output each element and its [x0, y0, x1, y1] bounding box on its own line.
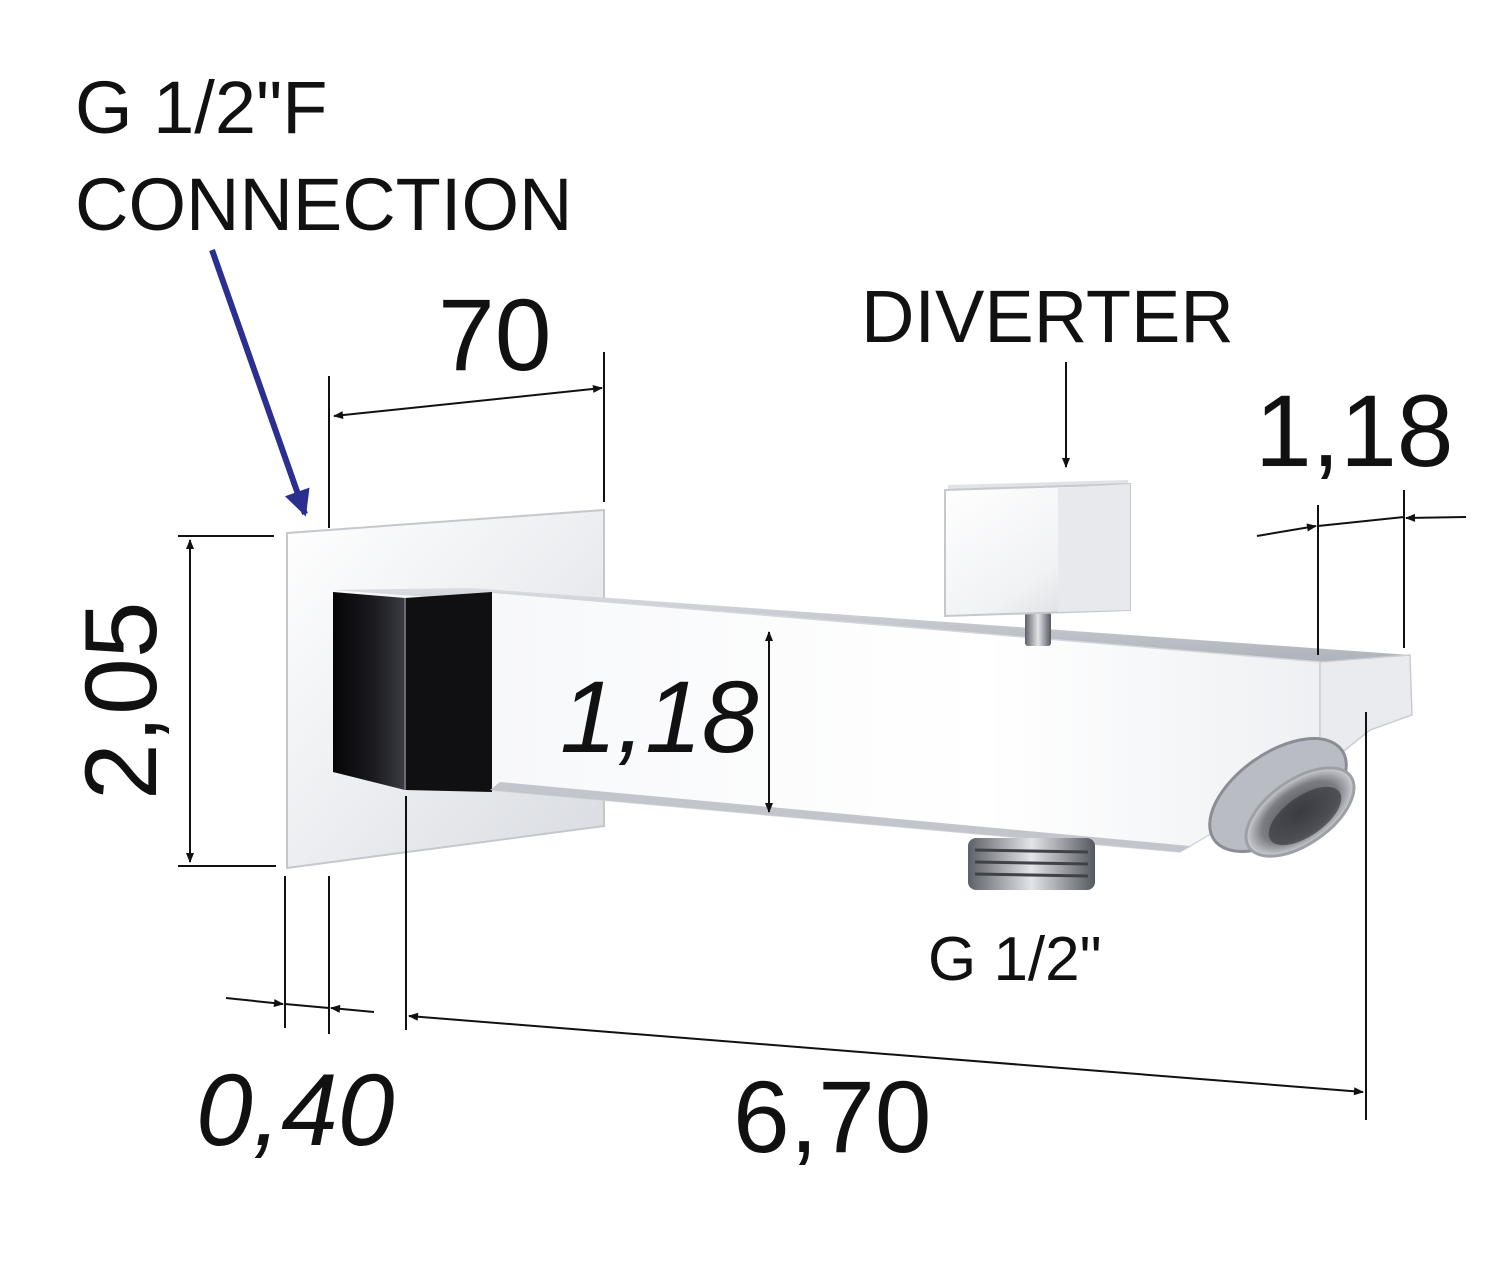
connection-label-line1: G 1/2"F [75, 66, 327, 149]
dim-line-outlet-width-right [1405, 513, 1467, 522]
dim-line-spout-length [408, 1012, 1364, 1096]
outlet-thread [968, 838, 1095, 890]
dim-line-plate-depth [333, 384, 603, 420]
aerator [1208, 737, 1356, 858]
dim-plate-thickness: 0,40 [196, 1053, 395, 1167]
dim-plate-depth: 70 [438, 278, 551, 392]
dim-line-plate-thickness-left [225, 997, 284, 1008]
connection-arrow [209, 249, 310, 517]
dim-line-outlet-width-left [1256, 523, 1317, 537]
dim-outlet-width: 1,18 [1255, 374, 1454, 488]
dark-collar [333, 592, 405, 790]
dimension-lines [186, 362, 1467, 1096]
spout-body [286, 480, 1413, 890]
dim-spout-height: 1,18 [560, 660, 759, 774]
diverter-stem [1025, 612, 1051, 646]
outlet-thread-label: G 1/2" [928, 925, 1102, 994]
dim-spout-length: 6,70 [733, 1060, 932, 1174]
dim-line-plate-thickness-right [330, 1004, 375, 1013]
connection-label-line2: CONNECTION [75, 163, 572, 246]
dim-plate-height: 2,05 [64, 601, 178, 800]
dark-collar-side [405, 592, 492, 792]
diverter-label: DIVERTER [861, 275, 1234, 358]
